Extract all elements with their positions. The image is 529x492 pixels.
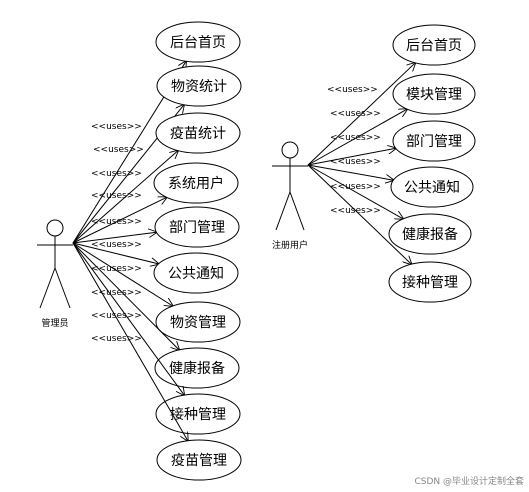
- user-association-line: [307, 164, 411, 264]
- user-association-line: [307, 109, 407, 166]
- admin-use-case-ellipse: [156, 65, 242, 107]
- user-association-line: [307, 148, 396, 166]
- user-uses-stereotype: <<uses>>: [330, 182, 381, 192]
- user-use-case-label: 模块管理: [406, 87, 462, 103]
- admin-association-line: [72, 242, 179, 350]
- admin-use-case-label: 疫苗管理: [171, 453, 227, 469]
- admin-uses-stereotype: <<uses>>: [91, 334, 142, 344]
- admin-association-line: [72, 242, 188, 441]
- admin-uses-stereotype: <<uses>>: [93, 145, 144, 155]
- user-association-line: [307, 164, 394, 180]
- user-use-case-label: 接种管理: [402, 274, 458, 291]
- user-uses-stereotype: <<uses>>: [327, 85, 378, 95]
- user-use-case-ellipse: [392, 120, 476, 162]
- admin-associations: 后台首页物资统计疫苗统计系统用户部门管理公共通知物资管理健康报备接种管理疫苗管理…: [72, 21, 242, 481]
- user-uses-stereotype: <<uses>>: [330, 157, 381, 167]
- user-use-case-ellipse: [392, 73, 476, 115]
- admin-uses-stereotype: <<uses>>: [91, 169, 142, 179]
- admin-uses-stereotype: <<uses>>: [91, 122, 142, 132]
- admin-association-line: [72, 232, 157, 244]
- user-uses-stereotype: <<uses>>: [330, 109, 381, 119]
- admin-uses-stereotype: <<uses>>: [91, 217, 142, 227]
- user-association-line: [307, 164, 403, 219]
- admin-use-case-ellipse: [153, 252, 239, 294]
- admin-association-line: [72, 242, 184, 395]
- admin-use-case-ellipse: [154, 347, 240, 389]
- user-use-case-ellipse: [392, 24, 476, 66]
- actor-admin-left-leg: [39, 267, 56, 309]
- admin-use-case-ellipse: [155, 21, 241, 63]
- admin-use-case-label: 物资统计: [171, 79, 227, 95]
- user-use-case-label: 部门管理: [406, 134, 462, 150]
- admin-use-case-label: 公共通知: [168, 265, 224, 282]
- admin-uses-stereotype: <<uses>>: [91, 191, 142, 201]
- actor-admin-right-leg: [54, 267, 71, 309]
- admin-use-case-label: 接种管理: [170, 406, 226, 423]
- actor-admin-label: 管理员: [41, 317, 68, 329]
- actor-admin: 管理员: [37, 219, 73, 329]
- actor-admin-head: [46, 219, 64, 237]
- user-use-case-label: 公共通知: [404, 179, 460, 196]
- user-uses-stereotype: <<uses>>: [330, 206, 381, 216]
- user-use-case-ellipse: [388, 261, 472, 303]
- actor-user-label: 注册用户: [272, 239, 308, 251]
- admin-use-case-ellipse: [154, 206, 240, 248]
- watermark: CSDN @毕业设计定制全套: [414, 475, 524, 487]
- admin-use-case-ellipse: [155, 393, 241, 435]
- admin-association-line: [72, 151, 178, 244]
- admin-association-line: [72, 197, 167, 244]
- actor-user-right-leg: [289, 191, 305, 231]
- user-use-case-label: 健康报备: [402, 226, 458, 243]
- user-use-case-label: 后台首页: [406, 38, 462, 54]
- admin-use-case-ellipse: [155, 112, 241, 154]
- admin-use-case-ellipse: [155, 301, 241, 343]
- admin-use-case-label: 后台首页: [170, 35, 226, 51]
- admin-uses-stereotype: <<uses>>: [91, 240, 142, 250]
- admin-uses-stereotype: <<uses>>: [91, 311, 142, 321]
- user-use-case-ellipse: [388, 213, 472, 255]
- actor-user-head: [281, 141, 299, 159]
- admin-uses-stereotype: <<uses>>: [91, 288, 142, 298]
- admin-uses-stereotype: <<uses>>: [91, 264, 142, 274]
- user-uses-stereotype: <<uses>>: [330, 133, 381, 143]
- actor-user-left-leg: [275, 191, 291, 231]
- admin-use-case-label: 部门管理: [169, 220, 225, 236]
- admin-use-case-label: 系统用户: [168, 175, 224, 192]
- user-use-case-ellipse: [390, 166, 474, 208]
- admin-use-case-label: 物资管理: [170, 315, 226, 331]
- admin-association-line: [72, 242, 159, 264]
- actor-user: 注册用户: [272, 141, 308, 251]
- admin-use-case-ellipse: [153, 162, 239, 204]
- admin-association-line: [72, 242, 173, 306]
- user-association-line: [307, 63, 415, 166]
- admin-use-case-ellipse: [156, 439, 242, 481]
- admin-use-case-label: 疫苗统计: [170, 126, 226, 142]
- admin-use-case-label: 健康报备: [169, 360, 225, 377]
